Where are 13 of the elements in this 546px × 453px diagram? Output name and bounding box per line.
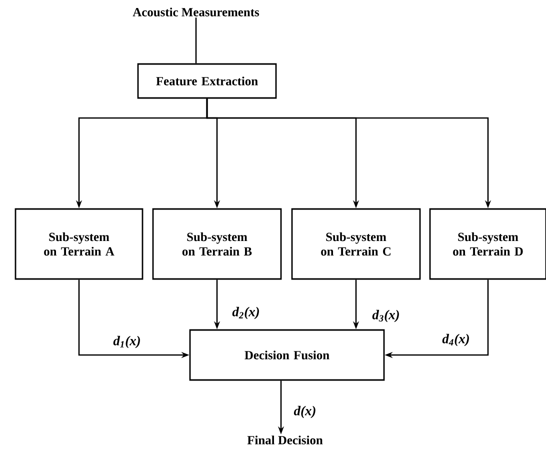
process-box: Sub-system on Terrain C [291,208,421,280]
text-label: Acoustic Measurements [132,8,260,16]
text-label: Final Decision [247,436,323,444]
process-box: Sub-system on Terrain A [14,208,144,280]
edge-label: d$_{4}$(x) [441,332,471,348]
edge-label: d$_{3}$(x) [371,308,401,324]
process-box: Decision Fusion [189,329,385,381]
process-box: Feature Extraction [137,63,277,99]
process-box: Sub-system on Terrain B [152,208,282,280]
edge-label: d(x) [292,404,318,420]
edge-label: d$_{2}$(x) [231,306,261,320]
edge-label: d$_{1}$(x) [112,334,142,350]
process-box: Sub-system on Terrain D [429,208,546,280]
